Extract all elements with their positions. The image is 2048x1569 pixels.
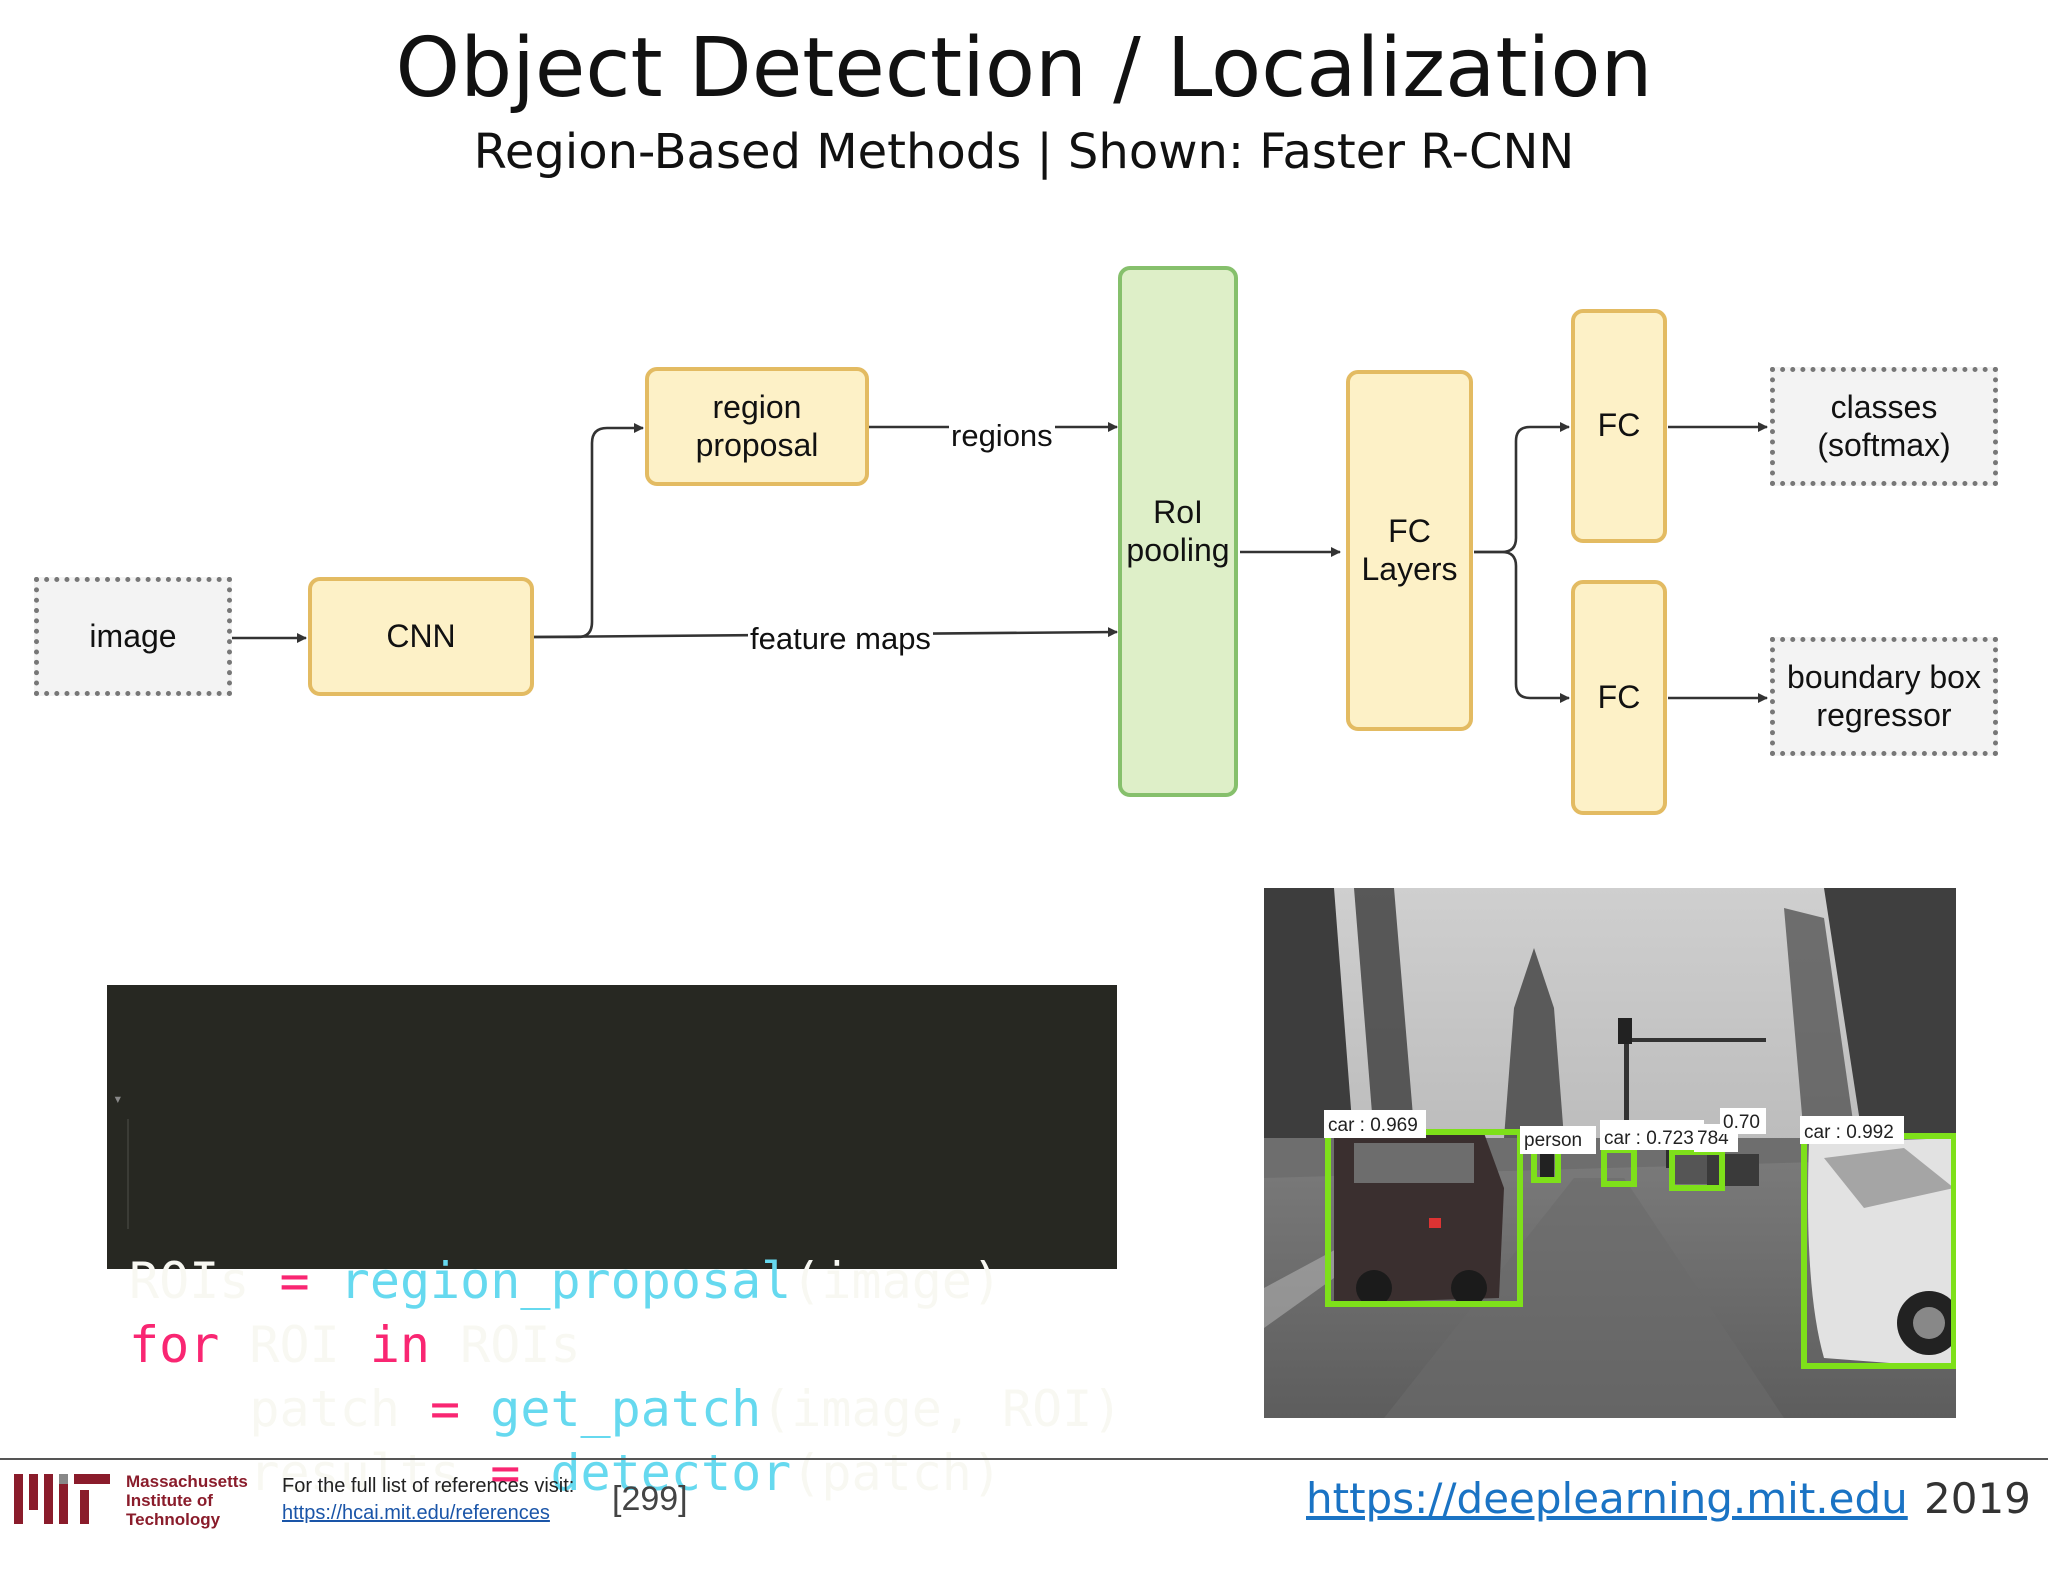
reference-number: [299] [612, 1480, 688, 1518]
node-classes-line2: (softmax) [1817, 426, 1951, 463]
node-fc-layers-line2: Layers [1361, 550, 1458, 587]
node-fc-top-label: FC [1597, 407, 1641, 444]
mit-wordmark-line2: Institute of [126, 1491, 213, 1510]
code-token: detector [550, 1444, 792, 1502]
code-token: get_patch [490, 1380, 762, 1438]
indent-guide [127, 1119, 129, 1229]
node-image-label: image [89, 617, 177, 654]
node-fc-top: FC [1571, 309, 1667, 543]
code-line: results = detector(patch) [129, 1441, 1117, 1505]
code-token: results [129, 1444, 491, 1502]
course-site-link[interactable]: https://deeplearning.mit.edu [1306, 1474, 1908, 1523]
fold-arrow-icon: ▾ [113, 1089, 123, 1108]
code-token: (image, ROI) [761, 1380, 1123, 1438]
node-roi-pooling: RoI pooling [1118, 266, 1238, 797]
label-car-mid: car : 0.723 [1604, 1128, 1694, 1149]
code-token: (patch) [791, 1444, 1002, 1502]
label-car-right: car : 0.992 [1804, 1122, 1894, 1143]
edge-label-regions: regions [949, 418, 1055, 453]
code-line: for ROI in ROIs [129, 1313, 1117, 1377]
node-region-proposal-line1: region [712, 388, 802, 425]
code-token: (image) [791, 1252, 1002, 1310]
node-roi-pooling-line2: pooling [1126, 531, 1230, 568]
node-roi-pooling-line1: RoI [1153, 493, 1203, 530]
code-token: = [279, 1252, 310, 1310]
code-token: patch [129, 1380, 431, 1438]
code-token: ROI [219, 1316, 370, 1374]
code-lines: ROIs = region_proposal(image)for ROI in … [129, 1249, 1122, 1505]
code-token: region_proposal [339, 1252, 792, 1310]
code-line: ROIs = region_proposal(image) [129, 1249, 1117, 1313]
code-token: ROIs [430, 1316, 581, 1374]
node-bbox-regressor: boundary box regressor [1770, 637, 1998, 756]
street-scene: car : 0.969 person car : 0.723 784 0.70 … [1264, 888, 1956, 1418]
mit-wordmark: Massachusetts Institute of Technology [126, 1472, 248, 1529]
detection-example-image: car : 0.969 person car : 0.723 784 0.70 … [1264, 888, 1956, 1418]
node-fc-bottom-label: FC [1597, 678, 1641, 715]
references-text: For the full list of references visit: [282, 1475, 575, 1497]
year-label: 2019 [1924, 1474, 2031, 1523]
node-fc-layers-line1: FC [1388, 512, 1431, 549]
code-line: patch = get_patch(image, ROI) [129, 1377, 1122, 1441]
node-cnn-label: CNN [386, 617, 456, 654]
node-fc-layers: FC Layers [1346, 370, 1473, 731]
footer-divider [0, 1458, 2048, 1460]
edge-fc-layers-fc-bottom [1474, 550, 1570, 703]
node-bbox-regressor-line2: regressor [1816, 696, 1952, 733]
code-token: ROIs [129, 1252, 280, 1310]
code-token [460, 1380, 490, 1438]
node-bbox-regressor-line1: boundary box [1787, 658, 1981, 695]
node-region-proposal: region proposal [645, 367, 869, 486]
mit-wordmark-line1: Massachusetts [126, 1472, 248, 1491]
node-classes-line1: classes [1830, 388, 1938, 425]
label-person: person [1524, 1130, 1582, 1151]
edge-fc-layers-fc-top [1474, 422, 1570, 554]
mit-wordmark-line3: Technology [126, 1510, 221, 1529]
mit-logo-icon [14, 1474, 110, 1524]
edge-cnn-region-proposal [533, 423, 644, 639]
slide-title: Object Detection / Localization [395, 21, 1653, 116]
node-fc-bottom: FC [1571, 580, 1667, 815]
code-token: for [129, 1316, 220, 1374]
code-token [310, 1252, 340, 1310]
references-link[interactable]: https://hcai.mit.edu/references [282, 1502, 550, 1524]
label-car-far: 0.70 [1723, 1112, 1760, 1133]
code-token: = [430, 1380, 461, 1438]
edge-label-feature-maps: feature maps [748, 621, 933, 656]
code-panel: ▾ ROIs = region_proposal(image)for ROI i… [107, 985, 1122, 1502]
slide-subtitle: Region-Based Methods | Shown: Faster R-C… [473, 124, 1575, 180]
node-cnn: CNN [308, 577, 534, 696]
label-car-left: car : 0.969 [1328, 1115, 1418, 1136]
node-image: image [34, 577, 232, 696]
node-classes: classes (softmax) [1770, 367, 1998, 486]
code-token: in [369, 1316, 431, 1374]
code-token: = [490, 1444, 521, 1502]
node-region-proposal-line2: proposal [695, 426, 819, 463]
